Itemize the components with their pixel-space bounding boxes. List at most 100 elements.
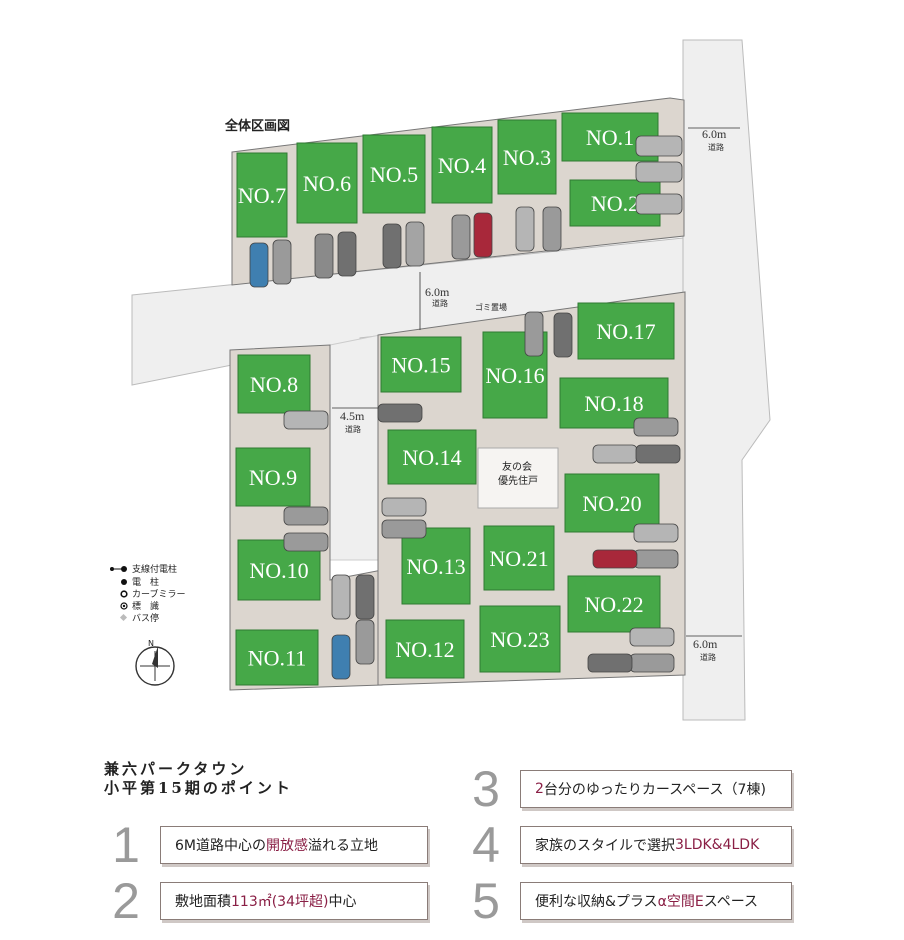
curve-mirror-icon [120,590,128,598]
pole-icon [121,579,127,585]
point-text: 6M道路中心の [175,838,266,854]
lot-12: NO.12 [385,619,465,679]
points-title: 兼六パークタウン 小平第15期のポイント [104,760,293,798]
road-sub-label: 道路 [345,424,361,434]
car-icon [283,506,329,526]
point-text: 中心 [328,894,357,910]
lot-building [479,605,561,673]
car-icon [283,410,329,430]
point-number: 3 [472,761,500,817]
lot-label: NO.17 [596,319,655,344]
car-icon [633,549,679,569]
car-icon [633,523,679,543]
point-text: 便利な収納&プラス [535,894,658,910]
point-number: 1 [112,817,140,873]
lot-label: NO.11 [248,646,306,671]
lot-label: NO.3 [503,145,551,170]
road-label-4: 6.0m 道路 [686,635,742,662]
point-box: 6M道路中心の開放感溢れる立地 [160,826,428,864]
lot-building [385,619,465,679]
car-icon [633,417,679,437]
point-highlight: 113㎡(34坪超) [231,894,329,910]
compass-icon: N [135,639,175,686]
point-text: 家族のスタイルで選択 [535,838,675,854]
point-highlight: α空間E [657,894,704,910]
lot-13: NO.13 [401,527,471,605]
lot-group: NO.1NO.2NO.3NO.4NO.5NO.6NO.7NO.8NO.9NO.1… [235,112,675,686]
lot-23: NO.23 [479,605,561,673]
lot-label: NO.14 [402,445,461,470]
lot-18: NO.18 [559,377,669,429]
car-icon [331,634,351,680]
lot-label: NO.1 [586,125,634,150]
lot-label: NO.6 [303,171,351,196]
pole-with-guy-icon [110,566,127,572]
lot-building [431,126,493,204]
lot-label: NO.5 [370,162,418,187]
lot-building [235,447,311,507]
lot-building [482,331,548,419]
lot-label: NO.7 [238,183,286,208]
map-title: 全体区画図 [224,118,290,134]
lot-label: NO.15 [391,353,450,378]
lot-building [237,354,311,414]
lot-label: NO.22 [584,592,643,617]
lot-6: NO.6 [296,142,358,224]
car-icon [635,444,681,464]
car-icon [283,532,329,552]
car-icon [635,135,683,157]
car-icon [592,444,638,464]
lot-7: NO.7 [236,152,288,238]
lot-building [387,429,477,485]
lot-building [577,302,675,360]
point-text: 溢れる立地 [308,838,378,854]
lot-building [401,527,471,605]
lot-20: NO.20 [564,473,660,533]
car-icon [355,574,375,620]
lot-label: NO.2 [591,191,639,216]
road-width-label: 6.0m [702,127,727,141]
car-icon [272,239,292,285]
point-number: 5 [472,873,500,929]
car-icon [377,403,423,423]
car-icon [592,549,638,569]
bus-stop-icon [119,613,128,622]
lot-8: NO.8 [237,354,311,414]
lot-label: NO.16 [485,363,544,388]
legend-label: 標 識 [132,600,159,612]
car-icon [515,206,535,252]
road-east [682,39,771,721]
reserved-lot-line2: 優先住戸 [498,474,538,487]
car-icon [355,619,375,665]
lot-label: NO.13 [406,554,465,579]
reserved-lot-line1: 友の会 [502,460,532,473]
car-icon [249,242,269,288]
lot-building [235,629,319,686]
point-highlight: 開放感 [266,838,308,854]
lot-label: NO.18 [584,391,643,416]
car-icon [337,231,357,277]
lot-22: NO.22 [567,575,661,633]
lot-9: NO.9 [235,447,311,507]
legend-label: カーブミラー [132,588,185,600]
garbage-label: ゴミ置場 [475,302,507,312]
points-title-line1: 兼六パークタウン [104,760,248,778]
lot-17: NO.17 [577,302,675,360]
lot-5: NO.5 [362,134,426,214]
car-icon [524,311,544,357]
lot-label: NO.20 [582,491,641,516]
lot-15: NO.15 [380,336,462,393]
point-number: 2 [112,873,140,929]
lot-label: NO.10 [249,558,308,583]
lot-21: NO.21 [483,525,555,591]
road-sub-label: 道路 [432,298,448,308]
lot-building [380,336,462,393]
reserved-lot [477,447,559,509]
lot-10: NO.10 [237,539,321,601]
